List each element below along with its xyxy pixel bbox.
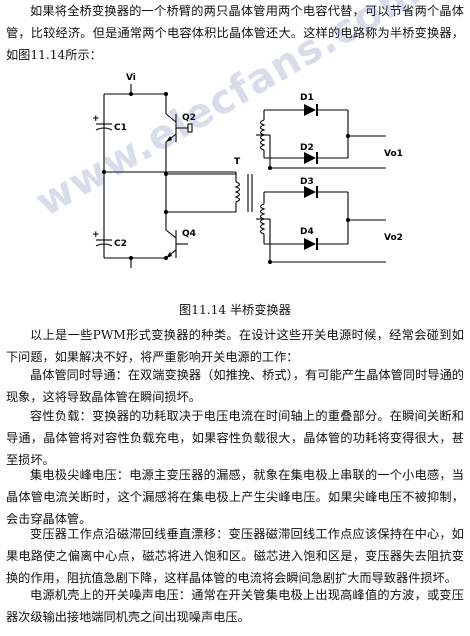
transformer-drift-paragraph: 变压器工作点沿磁滞回线垂直漂移：变压器磁滞回线工作点应该保持在中心，如果电路使之… xyxy=(6,527,464,585)
label-d4: D4 xyxy=(300,227,314,237)
label-d1: D1 xyxy=(300,93,314,103)
label-t: T xyxy=(234,157,241,167)
label-d3: D3 xyxy=(300,177,314,187)
label-q2: Q2 xyxy=(182,113,196,123)
label-c2: C2 xyxy=(114,239,127,249)
label-q4: Q4 xyxy=(182,229,196,239)
label-vi: Vi xyxy=(126,73,136,83)
label-vo2: Vo2 xyxy=(384,233,403,243)
intro-paragraph: 如果将全桥变换器的一个桥臂的两只晶体管用两个电容代替，可以节省两个晶体管，比较经… xyxy=(6,4,464,62)
pwm-types-paragraph: 以上是一些PWM形式变换器的种类。在设计这些开关电源时候，经常会碰到如下问题，如… xyxy=(6,328,464,364)
label-c1: C1 xyxy=(114,123,127,133)
simultaneous-conduction-paragraph: 晶体管同时导通：在双端变换器（如推挽、桥式），有可能产生晶体管同时导通的现象，这… xyxy=(6,368,464,404)
c1-plus-mark: + xyxy=(92,114,100,124)
label-vo1: Vo1 xyxy=(384,149,403,159)
half-bridge-circuit-figure: + + Vi C1 C2 Q2 Q4 T D1 D2 D3 D4 Vo1 Vo2 xyxy=(86,64,406,286)
figure-caption: 图11.14 半桥变换器 xyxy=(179,303,291,317)
label-d2: D2 xyxy=(300,143,314,153)
circuit-diagram: + + Vi C1 C2 Q2 Q4 T D1 D2 D3 D4 Vo1 Vo2 xyxy=(92,73,403,268)
collector-spike-paragraph: 集电极尖峰电压：电源主变压器的漏感，就象在集电极上串联的一个小电感，当晶体管电流… xyxy=(6,468,464,526)
chassis-noise-paragraph: 电源机壳上的开关噪声电压：通常在开关管集电极上出现高峰值的方波，或变压器次级输出… xyxy=(6,588,464,624)
c2-plus-mark: + xyxy=(92,230,100,240)
capacitive-load-paragraph: 容性负载：变换器的功耗取决于电压电流在时间轴上的重叠部分。在瞬间关断和导通，晶体… xyxy=(6,409,464,467)
